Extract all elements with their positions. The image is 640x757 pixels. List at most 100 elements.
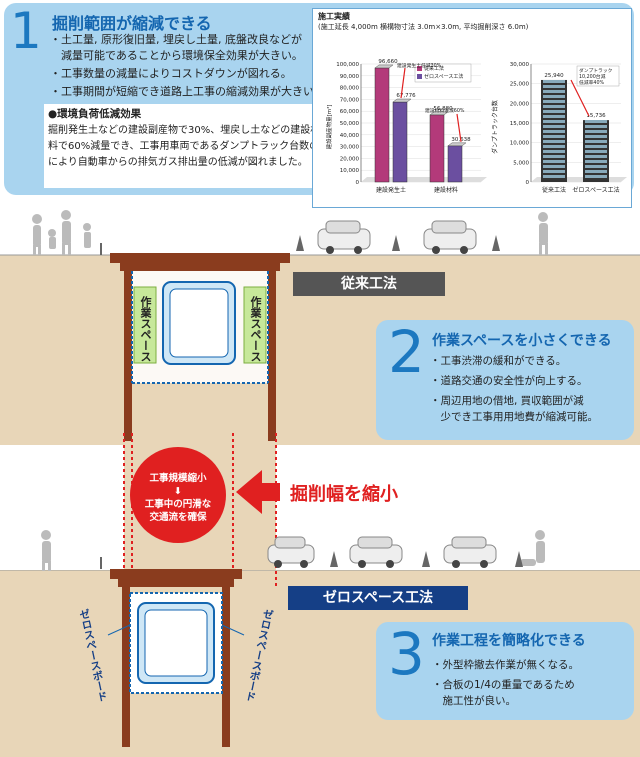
circle-line-3: 交通流を確保 <box>149 512 207 523</box>
scene-svg <box>0 210 640 757</box>
chart2-bar-stripe <box>543 130 565 133</box>
chart1-ytick: 80,000 <box>340 86 360 92</box>
conventional-structure <box>110 253 290 441</box>
chart2-bar-stripe <box>585 165 607 168</box>
panel-2 <box>376 320 634 440</box>
env-effect-line: 料で60%減量でき、工事用車両であるダンプトラック台数の削減 <box>48 141 340 152</box>
chart2-bar-stripe <box>543 150 565 153</box>
chart2-ytick: 20,000 <box>510 101 530 107</box>
chart2-bar-stripe <box>585 160 607 163</box>
zerospace-structure <box>107 569 245 747</box>
chart2-bar-stripe <box>543 125 565 128</box>
dump-truck-chart: 05,00010,00015,00020,00025,00030,000ダンプト… <box>491 62 627 194</box>
panel-3-number: 3 <box>388 620 425 688</box>
work-space-left: 作業スペース <box>139 296 152 362</box>
panel-1-number: 1 <box>10 2 42 60</box>
panel-2-bullet: 少でき工事用用地費が縮減可能。 <box>430 411 598 423</box>
chart2-bar-stripe <box>543 155 565 158</box>
chart2-arrow <box>570 79 590 117</box>
chart-subtitle: (施工延長 4,000m 横構物寸法 3.0m×3.0m, 平均掘削深さ 6.0… <box>318 23 529 31</box>
scale-reduction-circle <box>130 447 226 543</box>
chart1-data-label: 96,660 <box>378 59 398 65</box>
chart1-bar <box>374 67 390 183</box>
panel-1-bullet: ・工事数量の減量によりコストダウンが図れる。 <box>50 67 292 80</box>
chart1-ytick: 100,000 <box>336 62 359 68</box>
panel-2-number: 2 <box>388 318 425 386</box>
chart1-legend-swatch <box>417 74 422 79</box>
chart2-bar-stripe <box>585 175 607 178</box>
chart2-bar-stripe <box>585 170 607 173</box>
chart1-ytick: 50,000 <box>340 121 360 127</box>
chart2-bar-stripe <box>585 150 607 153</box>
chart1-bar-top <box>374 64 394 69</box>
chart2-bar-stripe <box>543 120 565 123</box>
chart2-bar-stripe <box>543 100 565 103</box>
chart1-ytick: 90,000 <box>340 74 360 80</box>
chart2-category: ゼロスペース工法 <box>572 186 619 194</box>
panel-2-title: 作業スペースを小さくできる <box>432 333 612 349</box>
chart1-bar-top <box>429 111 449 116</box>
chart2-ytick: 15,000 <box>510 121 530 127</box>
chart2-data-label: 15,736 <box>586 113 606 119</box>
chart1-category: 建設発生土 <box>376 186 406 194</box>
chart1-bar-top <box>392 98 412 103</box>
cars-lower <box>267 536 497 568</box>
charts-svg: 010,00020,00030,00040,00050,00060,00070,… <box>325 59 627 194</box>
work-space-right: 作業スペース <box>249 296 262 362</box>
chart2-bar-stripe <box>543 135 565 138</box>
chart1-ylabel: 建設副産物量[m³] <box>325 105 333 150</box>
chart1-legend-swatch <box>417 66 422 71</box>
chart2-ytick: 30,000 <box>510 62 530 68</box>
chart1-bar-top <box>447 142 467 147</box>
pedestrians-upper <box>32 210 548 255</box>
circle-arrow: ⬇ <box>174 486 182 497</box>
chart1-ytick: 40,000 <box>340 133 360 139</box>
chart2-ylabel: ダンプトラック台数 <box>491 100 499 154</box>
chart2-bar-stripe <box>543 80 565 83</box>
chart2-bar-stripe <box>585 135 607 138</box>
chart2-bar-stripe <box>543 140 565 143</box>
panel-1-title: 掘削範囲が縮減できる <box>52 14 212 33</box>
chart1-legend <box>414 63 472 83</box>
chart-box <box>312 8 632 208</box>
chart2-bar-stripe <box>585 130 607 133</box>
chart2-bar-stripe <box>585 120 607 123</box>
reduce-width-text: 掘削幅を縮小 <box>290 484 398 505</box>
chart2-bar-stripe <box>543 85 565 88</box>
chart2-bar-stripe <box>585 145 607 148</box>
chart2-ytick: 25,000 <box>510 82 530 88</box>
env-effect-line: により自動車からの排気ガス排出量の低減が図れました。 <box>48 157 308 168</box>
chart2-category: 従来工法 <box>542 186 566 194</box>
chart2-annotation: 低減率40% <box>579 79 604 86</box>
chart2-bar-stripe <box>585 140 607 143</box>
chart2-ytick: 5,000 <box>513 160 529 166</box>
chart2-annotation: ダンプトラック <box>579 67 613 74</box>
pedestrians-lower <box>41 530 545 571</box>
byproduct-chart: 010,00020,00030,00040,00050,00060,00070,… <box>325 59 487 194</box>
cars-upper <box>317 220 477 254</box>
chart1-annotation: 建設発生土低減30% <box>397 62 442 69</box>
chart1-legend-label: ゼロスペース工法 <box>424 73 463 80</box>
panel-3 <box>376 622 634 720</box>
env-effect-box <box>44 104 312 188</box>
chart1-ytick: 60,000 <box>340 109 360 115</box>
chart2-data-label: 25,940 <box>544 73 564 79</box>
chart1-arrow <box>400 67 406 99</box>
chart2-bar-stripe <box>543 115 565 118</box>
panel-2-bullet: ・道路交通の安全性が向上する。 <box>430 375 588 387</box>
panel-3-title: 作業工程を簡略化できる <box>432 633 586 649</box>
chart1-annotation: 建設材料低減60% <box>425 107 465 114</box>
chart2-ytick: 0 <box>526 180 530 186</box>
red-excavation-lines <box>123 433 277 588</box>
chart2-bar-stripe <box>585 155 607 158</box>
chart1-arrow <box>456 113 462 142</box>
chart1-bar <box>429 114 445 183</box>
chart-title: 施工実績 <box>318 12 350 21</box>
chart1-ytick: 30,000 <box>340 145 360 151</box>
chart2-bar-stripe <box>543 110 565 113</box>
circle-line-1: 工事規模縮小 <box>149 473 207 484</box>
chart1-ytick: 20,000 <box>340 156 360 162</box>
chart1-ytick: 70,000 <box>340 97 360 103</box>
chart2-bar-stripe <box>543 90 565 93</box>
panel-1-bullet: ・工事期間が短縮でき道路上工事の縮減効果が大きい。 <box>50 85 325 98</box>
